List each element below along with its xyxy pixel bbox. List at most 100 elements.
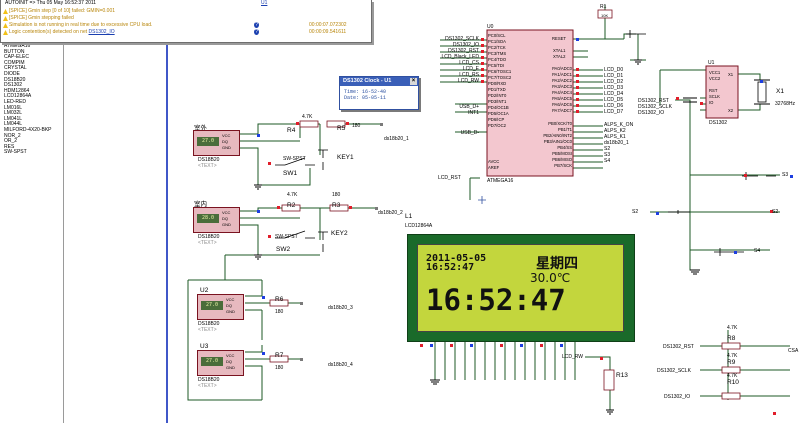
part-item[interactable]: RES (4, 143, 15, 150)
net-label: USB_D+ (459, 104, 479, 110)
mcu-pin: PA3/ADC3 (552, 84, 572, 89)
log-row[interactable]: [SPICE] Gmin step [0 of 10] failed: GMIN… (3, 8, 369, 15)
s3-net: S3 (782, 172, 789, 178)
mcu-reset-pin: RESET (552, 36, 566, 41)
text-placeholder: <TEXT> (198, 383, 217, 389)
mcu-pin: PB0/XCK/T0 (548, 121, 572, 126)
part-item[interactable]: DS18B20 (4, 76, 26, 83)
resistor-ref: R4 (287, 127, 296, 134)
sensor-pins: VCC DQ GND (226, 297, 235, 315)
resistor-value: 4.7K (287, 192, 298, 198)
temperature-sensor[interactable]: 27.0 VCC DQ GND (197, 350, 244, 376)
net-label: LCD_RS (459, 72, 479, 78)
net-label: ds18b20_1 (604, 140, 629, 146)
part-item[interactable]: CAP-ELEC (4, 54, 30, 61)
rtc-part: DS1302 (709, 120, 728, 126)
resistor-value: 180 (275, 365, 284, 371)
mcu-pin: PB5/MOSI (552, 151, 572, 156)
part-item[interactable]: LM032L (4, 110, 23, 117)
temperature-sensor[interactable]: 27.0 VCC DQ GND (193, 130, 240, 156)
help-icon[interactable]: ? (254, 22, 259, 28)
log-title-link[interactable]: U1 (261, 0, 268, 6)
log-time: 00:00:07.072302 (309, 22, 347, 28)
net-label: DS1302_IO (664, 394, 691, 400)
part-item[interactable]: LM016L (4, 104, 23, 111)
mcu-pin: PA2/ADC2 (552, 78, 572, 83)
log-text: Simulation is not running in real time d… (9, 22, 153, 28)
clock-title-text: DS1302 Clock - U1 (343, 78, 392, 84)
net-label: DS1302_IO (452, 42, 479, 48)
mcu-pin: PA6/ADC6 (552, 102, 572, 107)
net-label: DS1302_SCLK (657, 368, 691, 374)
log-row[interactable]: [SPICE] Gmin stepping failed (3, 15, 369, 22)
net-label: DS1302_SCLK (445, 36, 479, 42)
clock-window-title: DS1302 Clock - U1 × (340, 77, 418, 86)
part-item[interactable]: ATMEGA16 (4, 43, 31, 49)
part-item[interactable]: DIODE (4, 70, 20, 77)
net-label: LCD_D7 (604, 109, 624, 115)
net-label: S4 (604, 158, 611, 164)
log-time: 00:00:09.541611 (309, 29, 347, 35)
log-row[interactable]: Simulation is not running in real time d… (3, 22, 369, 29)
log-net-link[interactable]: DS1302_IO (88, 29, 115, 35)
part-item[interactable]: HDM12864 (4, 87, 30, 94)
rtc-pin-x2: X2 (728, 108, 734, 113)
part-item[interactable]: LED-RED (4, 98, 26, 105)
switch-ref: SW1 (283, 170, 298, 177)
pin-label: DQ (222, 216, 228, 221)
close-icon[interactable]: × (410, 78, 417, 85)
net-label: S3 (604, 152, 611, 158)
sensor-part: DS18B20 (198, 321, 220, 327)
net-label: ds18b20_2 (378, 210, 403, 216)
part-item[interactable]: OR_2 (4, 138, 18, 145)
part-item[interactable]: LCD12864A (4, 93, 32, 100)
part-item[interactable]: BUTTON (4, 48, 25, 55)
part-item[interactable]: LM041L (4, 115, 23, 122)
mcu-pin: PD2/INT0 (488, 93, 507, 98)
pin-label: VCC (222, 133, 231, 138)
mcu-pin: AREF (488, 165, 500, 170)
help-icon[interactable]: ? (254, 29, 259, 35)
temperature-sensor[interactable]: 27.0 VCC DQ GND (197, 294, 244, 320)
crystal-ref: X1 (776, 88, 784, 95)
mcu-pin: PB7/SCK (554, 163, 572, 168)
log-title: AUTOINIT => Thu 05 May 16:52:37 2011 (5, 0, 97, 6)
mcu-pin: PB6/MISO (552, 157, 572, 162)
rtc-net: DS1302_IO (638, 110, 665, 116)
part-item[interactable]: SW-SPST (4, 149, 27, 156)
mcu-pin: PC0/SCL (488, 33, 506, 38)
mcu-pin: PB4/SS (557, 145, 572, 150)
part-item[interactable]: NOR_2 (4, 132, 21, 139)
part-item[interactable]: LM044L (4, 121, 23, 128)
net-label: INT1 (468, 110, 479, 116)
part-item[interactable]: DS1302 (4, 82, 23, 89)
part-item[interactable]: COMPIM (4, 59, 25, 66)
mcu-pin: PB2/AIN0/INT2 (543, 133, 572, 138)
mcu-pin: PD5/OC1A (488, 111, 509, 116)
lcd-rst-net: LCD_RST (438, 175, 461, 181)
sensor-title: 室内 (194, 201, 207, 208)
mcu-pin: PA5/ADC5 (552, 96, 572, 101)
mcu-pin: PA1/ADC1 (552, 72, 572, 77)
net-label: ds18b20_1 (384, 136, 409, 142)
part-item[interactable]: CRYSTAL (4, 65, 27, 72)
pin-label: DQ (226, 359, 232, 364)
key-ref: KEY2 (331, 230, 348, 237)
temperature-sensor[interactable]: 28.0 VCC DQ GND (193, 207, 240, 233)
log-row[interactable]: Logic contention(s) detected on net DS13… (3, 29, 369, 36)
pin-label: GND (226, 365, 235, 370)
mcu-pin: PA4/ADC4 (552, 90, 572, 95)
pin-label: DQ (226, 303, 232, 308)
part-item[interactable]: MILFORD-4X20-BKP (4, 126, 52, 133)
sensor-part: DS18B20 (198, 157, 220, 163)
sensor-pins: VCC DQ GND (226, 353, 235, 371)
pin-label: VCC (226, 353, 235, 358)
pin-label: GND (222, 145, 231, 150)
log-text: [SPICE] Gmin step [0 of 10] failed: GMIN… (9, 8, 116, 14)
net-label: LCD_CS (459, 60, 479, 66)
ds1302-clock-window[interactable]: DS1302 Clock - U1 × Time: 16-52-40 Date:… (339, 76, 419, 110)
